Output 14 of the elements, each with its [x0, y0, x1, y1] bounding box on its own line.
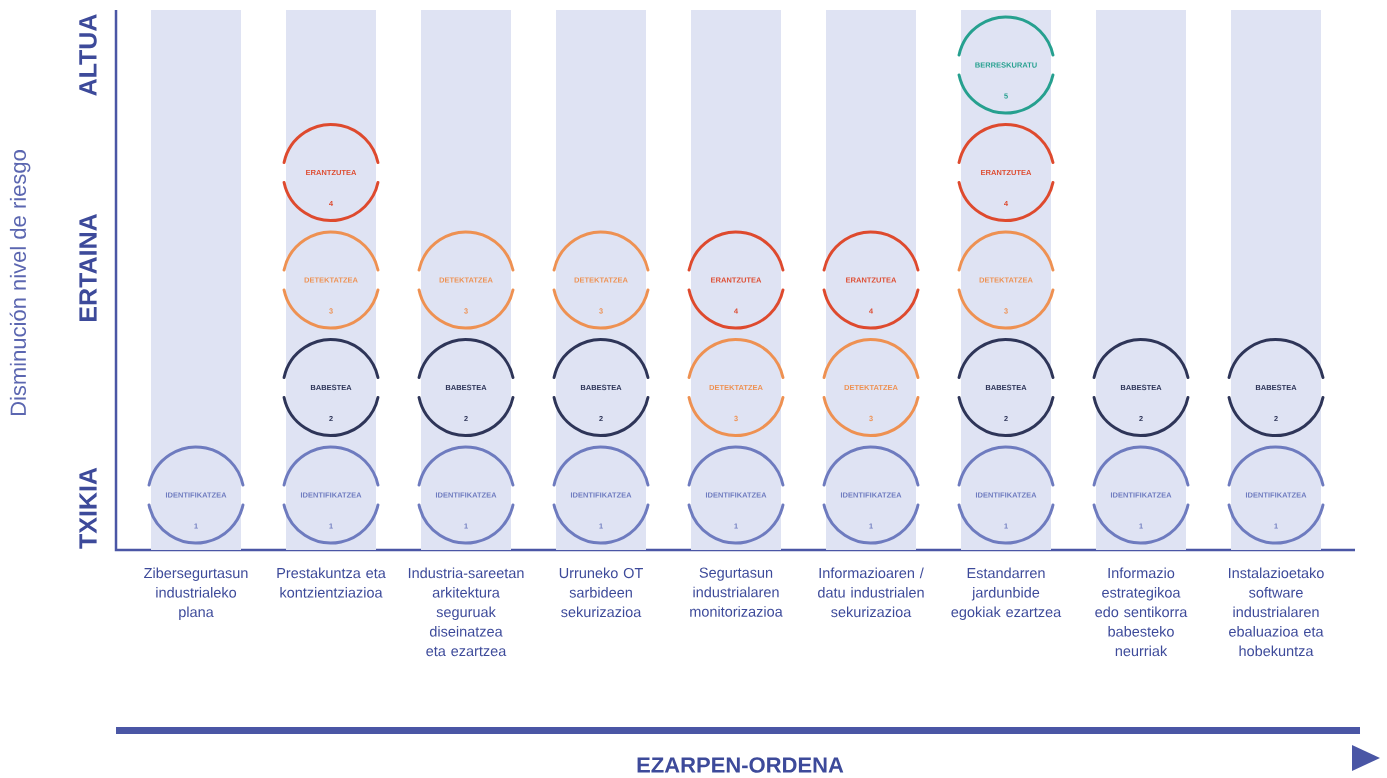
axis-title: EZARPEN-ORDENA	[637, 757, 844, 773]
column-label: Estandarren jardunbide egokiak ezartzea	[951, 567, 1062, 621]
column-label: Prestakuntza eta kontzientziazioa	[277, 567, 386, 598]
column-label: Informazio estrategikoa edo sentikorra babesteko neurriak	[1095, 567, 1188, 657]
column-label: Industria-sareetan arkitektura seguruak diseinatzea eta ezartzea	[408, 567, 524, 657]
column-label: Informazioaren / datu industrialen sekurizazioa	[818, 567, 924, 618]
level-label: TXIKIA	[79, 467, 97, 549]
level-label: ERTAINA	[79, 214, 97, 321]
level-label: ALTUA	[79, 14, 97, 96]
column-label: Zibersegurtasun industrialeko plana	[144, 567, 248, 621]
column-label: Segurtasun industrialaren monitorizazioa	[690, 567, 783, 617]
axis-title: Disminución nivel de riesgo	[9, 150, 31, 416]
column-label: Instalazioetako software industrialaren ebaluazioa eta hobekuntza	[1229, 567, 1324, 657]
column-label: Urruneko OT sarbideen sekurizazioa	[559, 567, 643, 618]
